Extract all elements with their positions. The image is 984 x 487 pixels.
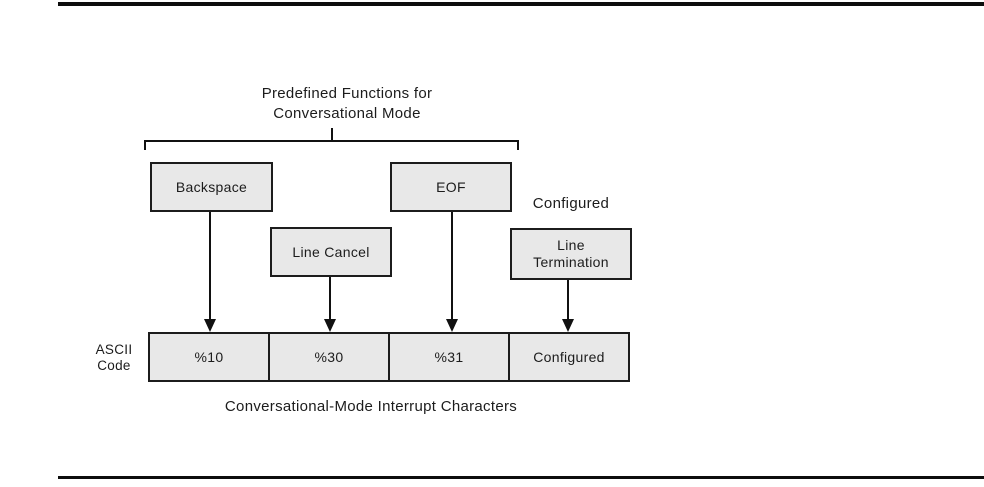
bracket-horizontal-line <box>144 140 519 142</box>
ascii-cell-eof: %31 <box>388 334 508 380</box>
eof-arrowhead-icon <box>446 319 458 332</box>
figure-title-line2: Conversational Mode <box>273 105 421 122</box>
ascii-cell-configured: Configured <box>508 334 628 380</box>
line-cancel-label: Line Cancel <box>292 243 370 260</box>
line-termination-label-line1: Line <box>557 237 585 253</box>
ascii-code-label-line2: Code <box>97 358 131 373</box>
eof-box: EOF <box>390 162 512 212</box>
backspace-connector-line <box>209 212 211 322</box>
figure-caption: Conversational-Mode Interrupt Characters <box>224 398 518 415</box>
bracket-center-tick <box>331 128 333 141</box>
configured-annotation: Configured <box>532 195 610 212</box>
line-cancel-box: Line Cancel <box>270 227 392 277</box>
bottom-horizontal-rule <box>58 476 984 479</box>
figure-title: Predefined Functions for Conversational … <box>147 84 547 124</box>
line-cancel-arrowhead-icon <box>324 319 336 332</box>
backspace-label: Backspace <box>175 178 248 195</box>
ascii-cell-backspace: %10 <box>194 349 224 365</box>
ascii-code-label-line1: ASCII <box>95 342 133 357</box>
ascii-cell-line-cancel: %30 <box>268 334 388 380</box>
line-cancel-connector-line <box>329 277 331 322</box>
line-termination-connector-line <box>567 280 569 322</box>
ascii-code-row: %10 %30 %31 Configured <box>148 332 630 382</box>
line-termination-box: Line Termination <box>510 228 632 280</box>
top-horizontal-rule <box>58 2 984 6</box>
line-termination-arrowhead-icon <box>562 319 574 332</box>
bracket-right-tick <box>517 140 519 150</box>
eof-label: EOF <box>436 178 466 195</box>
bracket-left-tick <box>144 140 146 150</box>
ascii-code-label: ASCII Code <box>74 342 154 374</box>
figure-title-line1: Predefined Functions for <box>261 85 433 102</box>
backspace-arrowhead-icon <box>204 319 216 332</box>
line-termination-label-line2: Termination <box>533 254 609 270</box>
eof-connector-line <box>451 212 453 322</box>
backspace-box: Backspace <box>150 162 273 212</box>
